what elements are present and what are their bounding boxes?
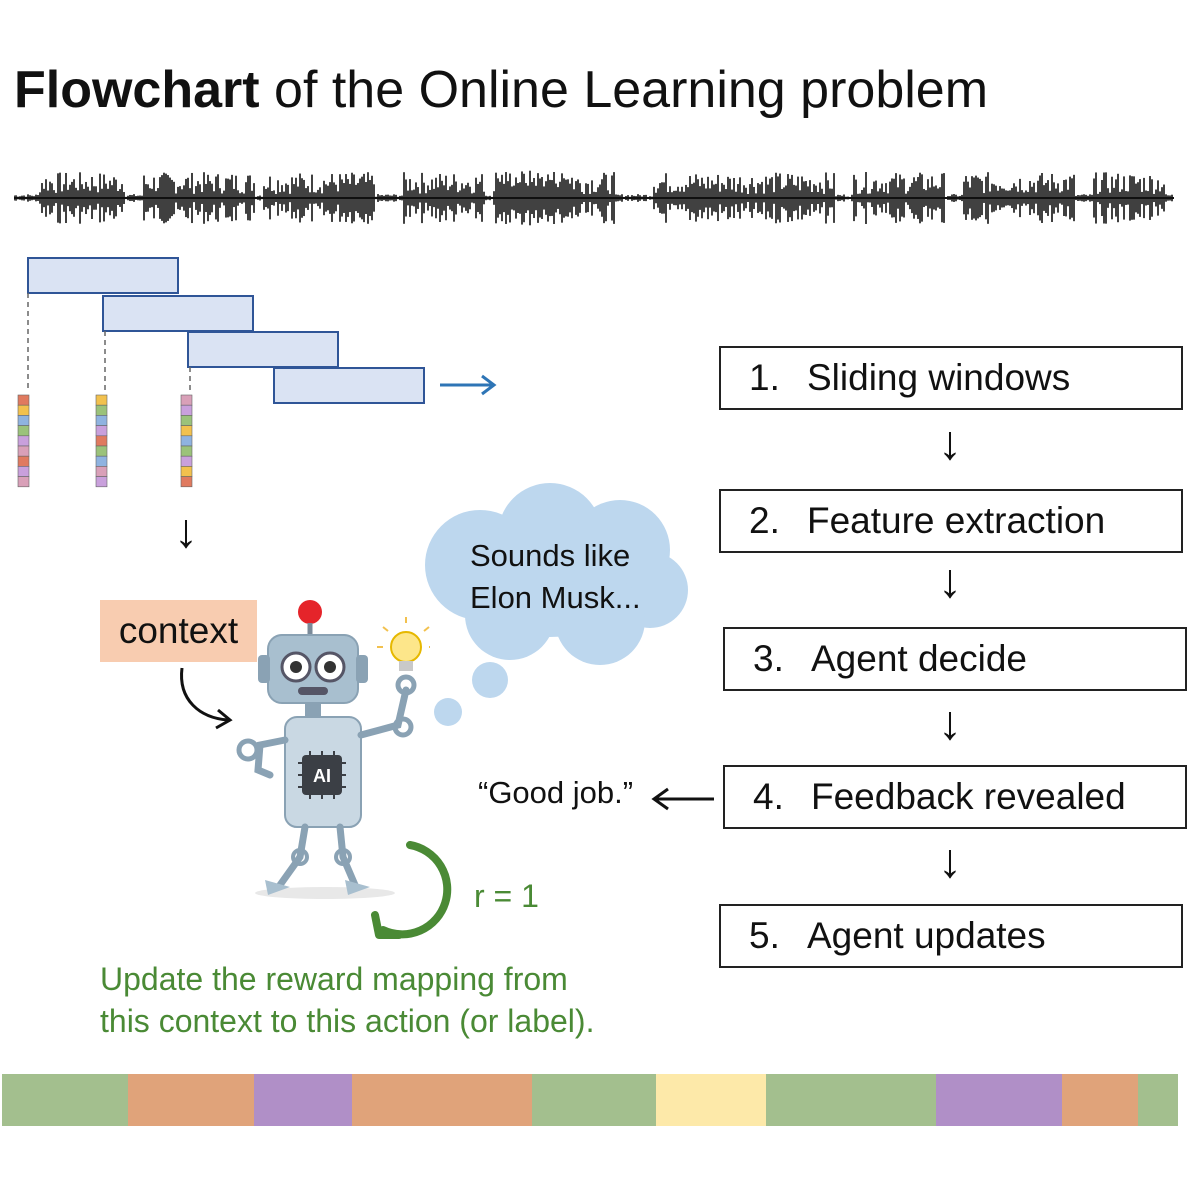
speech-bubble-text: Sounds like Elon Musk... [470, 535, 700, 619]
step-1-label: Sliding windows [807, 357, 1071, 398]
strip-segment [1138, 1074, 1178, 1126]
feature-cell [17, 476, 30, 488]
window-4 [273, 367, 425, 404]
step-1-number: 1. [749, 357, 780, 398]
feature-cell [95, 394, 108, 406]
robot-illustration: AI [236, 600, 430, 899]
strip-segment [352, 1074, 532, 1126]
feature-cell [180, 455, 193, 467]
strip-segment [128, 1074, 254, 1126]
robot-antenna-ball [298, 600, 322, 624]
feature-cell [95, 404, 108, 416]
strip-segment [936, 1074, 1062, 1126]
left-arrow-icon [651, 787, 714, 811]
feature-cell [180, 476, 193, 488]
feedback-quote: “Good job.” [478, 775, 634, 810]
step-2-box: 2. Feature extraction [719, 489, 1183, 553]
update-line-1: Update the reward mapping from [100, 961, 568, 997]
feature-cell [17, 455, 30, 467]
step-3-number: 3. [753, 638, 784, 679]
feature-cell [180, 394, 193, 406]
update-line-2: this context to this action (or label). [100, 1003, 595, 1039]
step-4-label: Feedback revealed [811, 776, 1126, 817]
reward-label: r = 1 [474, 878, 539, 914]
down-arrow-icon: ↓ [938, 417, 962, 470]
feature-cell [17, 425, 30, 437]
reward-cycle-arrow-icon [371, 841, 452, 939]
feature-cell [95, 415, 108, 426]
step-3-label: Agent decide [811, 638, 1028, 679]
feature-cell [95, 476, 108, 488]
feature-vectors [17, 394, 193, 488]
sliding-windows-diagram [17, 257, 497, 488]
window-2 [102, 295, 254, 332]
lightbulb-icon [377, 617, 430, 671]
feature-cell [17, 445, 30, 457]
step-2-number: 2. [749, 500, 780, 541]
page-title: Flowchart of the Online Learning problem [14, 60, 988, 120]
audio-waveform [14, 170, 1174, 226]
waveform-lines [14, 170, 1174, 226]
strip-segment [656, 1074, 766, 1126]
robot-chip [302, 755, 342, 795]
down-arrow-icon: ↓ [938, 555, 962, 608]
feature-cell [180, 466, 193, 477]
context-label: context [118, 610, 239, 651]
strip-segment [1062, 1074, 1138, 1126]
strip-segment [2, 1074, 128, 1126]
down-arrow-icon: ↓ [938, 835, 962, 888]
thought-cloud [425, 483, 688, 726]
strip-segment [532, 1074, 656, 1126]
feature-cell [95, 466, 108, 477]
down-arrow-icon: ↓ [174, 505, 198, 558]
context-box: context [100, 600, 257, 662]
robot-chip-label: AI [313, 766, 331, 786]
strip-segment [254, 1074, 352, 1126]
feature-cell [17, 394, 30, 406]
window-3 [187, 331, 339, 368]
feature-cell [180, 445, 193, 457]
label-sequence-strip [2, 1074, 1178, 1126]
feature-cell [17, 466, 30, 477]
feature-cell [95, 435, 108, 447]
down-arrow-icon: ↓ [938, 697, 962, 750]
feature-cell [180, 404, 193, 416]
feature-cell [17, 415, 30, 426]
strip-segment [766, 1074, 936, 1126]
feature-cell [180, 435, 193, 447]
curved-arrow-icon [180, 667, 233, 730]
feature-cell [180, 415, 193, 426]
step-5-number: 5. [749, 915, 780, 956]
feature-cell [17, 435, 30, 447]
step-5-label: Agent updates [807, 915, 1046, 956]
step-2-label: Feature extraction [807, 500, 1106, 541]
step-4-box: 4. Feedback revealed [723, 765, 1187, 829]
step-4-number: 4. [753, 776, 784, 817]
title-rest: of the Online Learning problem [259, 61, 989, 119]
step-1-box: 1. Sliding windows [719, 346, 1183, 410]
speech-line-1: Sounds like [470, 538, 631, 573]
feature-cell [95, 445, 108, 457]
feature-cell [17, 404, 30, 416]
window-1 [27, 257, 179, 294]
feature-cell [180, 425, 193, 437]
update-description: Update the reward mapping from this cont… [100, 958, 594, 1042]
feature-cell [95, 455, 108, 467]
step-3-box: 3. Agent decide [723, 627, 1187, 691]
feature-cell [95, 425, 108, 437]
slide-right-arrow-icon [440, 374, 497, 396]
title-bold: Flowchart [14, 61, 260, 119]
step-5-box: 5. Agent updates [719, 904, 1183, 968]
speech-line-2: Elon Musk... [470, 580, 641, 615]
